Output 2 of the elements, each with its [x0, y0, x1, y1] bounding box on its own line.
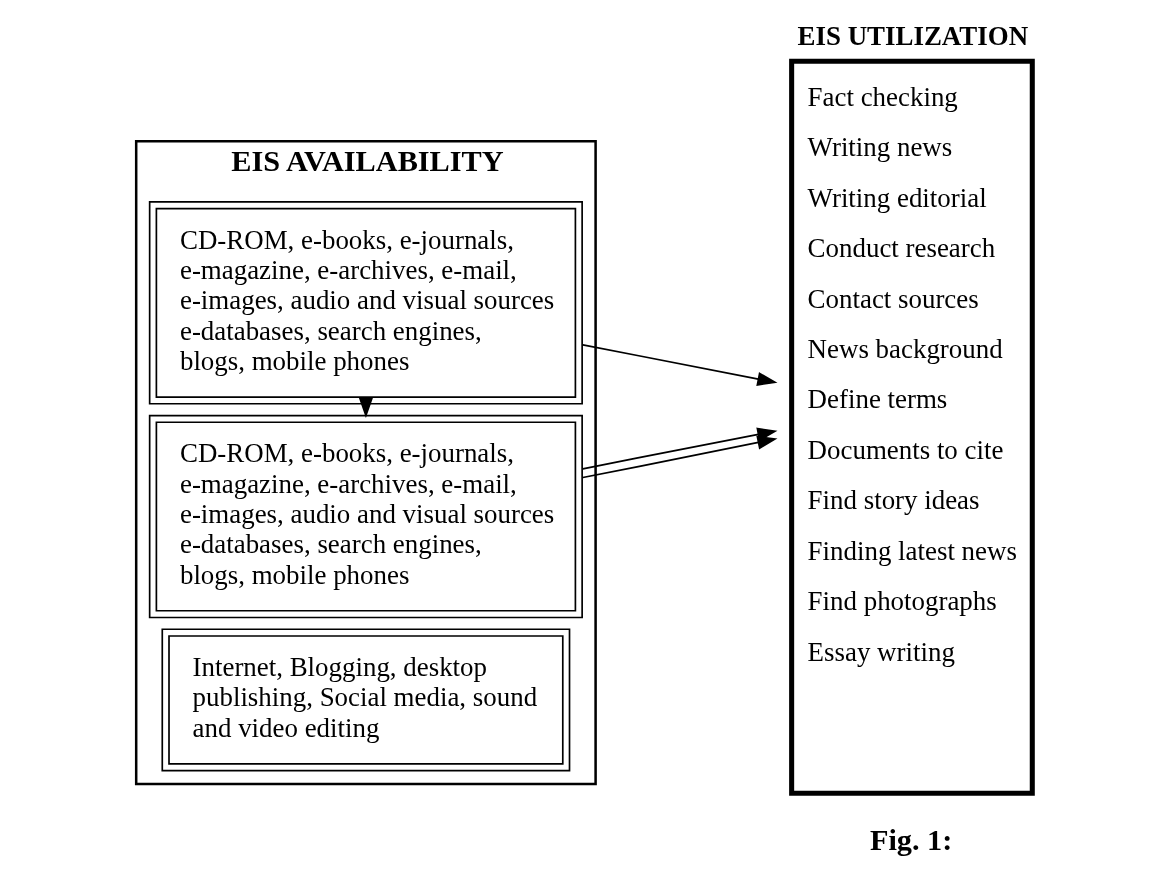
- node-label: EIS UTILIZATION: [797, 21, 1029, 51]
- label: Fig. 1:: [869, 823, 953, 858]
